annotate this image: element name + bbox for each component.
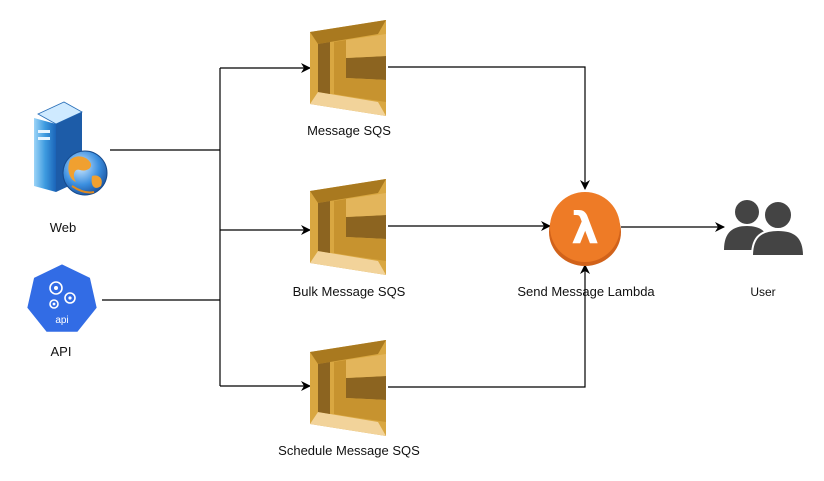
web-server-globe-icon: [34, 101, 108, 196]
send-message-lambda-label: Send Message Lambda: [517, 284, 655, 299]
kubernetes-api-icon: api: [24, 261, 100, 335]
message-sqs-label: Message SQS: [307, 123, 391, 138]
sqs-queue-icon: [310, 20, 386, 116]
api-label: API: [50, 344, 72, 359]
sqs-queue-icon: [310, 179, 386, 275]
lambda-symbol: λ: [571, 203, 599, 254]
connectors: [102, 63, 725, 391]
lambda-icon: λ: [549, 192, 621, 266]
edge-schedule-sqs-to-lambda: [388, 264, 590, 388]
schedule-message-sqs-label: Schedule Message SQS: [278, 443, 420, 458]
bulk-message-sqs-label: Bulk Message SQS: [292, 284, 406, 299]
users-icon: [724, 200, 806, 257]
user-label: User: [750, 285, 776, 299]
api-badge-text: api: [55, 315, 68, 326]
sqs-queue-icon: [310, 340, 386, 436]
edge-message-sqs-to-lambda: [388, 66, 590, 190]
web-label: Web: [49, 220, 77, 235]
